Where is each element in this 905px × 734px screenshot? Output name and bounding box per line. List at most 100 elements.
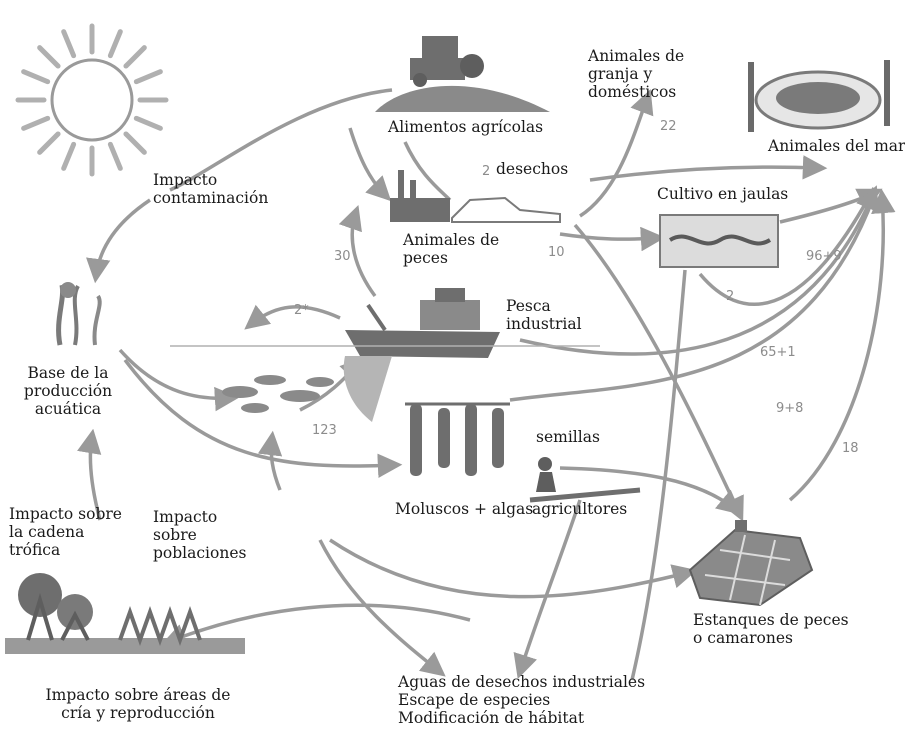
label-aguas-desechos: Aguas de desechos industriales Escape de… [398,673,645,727]
label-areas-line-1: Impacto sobre áreas de [45,686,231,704]
label-moluscos-algas: Moluscos + algas [395,500,534,518]
arrow-agri-to-factory [348,127,392,202]
arrow-impact-pop-down [318,539,446,677]
flow-number-10: 10 [548,245,565,260]
arrow-ponds-to-sea [788,188,896,502]
label-impacto-line-2: contaminación [153,189,269,207]
mangrove-icon [5,573,245,654]
label-pesca-industrial: Pesca industrial [506,297,582,333]
flow-number-18: 18 [842,441,859,456]
mollusc-rope-icon [405,402,510,476]
arrow-impact-to-fish [257,430,283,491]
arrow-mangrove-to-base [77,428,102,521]
sun-ray [107,29,123,59]
label-impacto-line-1: Impacto [153,171,218,189]
label-animales-de-peces: Animales de peces [403,231,499,267]
label-estanques-line-2: o camarones [693,629,793,647]
sun-ray [123,131,147,155]
flow-number-9-8: 9+8 [776,401,804,416]
seaweed-icon [56,282,102,346]
label-animales-peces-line-2: peces [403,249,448,267]
flow-number-2-desechos: 2 [482,164,491,179]
label-animales-del-mar: Animales del mar [768,137,905,155]
arrow-factory-to-farm [579,89,654,218]
fish-pond-icon [688,520,814,607]
sun-ray [133,69,163,85]
flow-number-65-1: 65+1 [760,345,796,360]
arrow-boat-to-base [244,304,341,330]
label-pesca-line-1: Pesca [506,297,551,315]
flow-number-2-star: 2* [294,303,309,318]
flow-number-96-9: 96+9 [806,249,842,264]
flow-arrows [77,88,896,681]
label-poblaciones-line-2: sobre [153,526,197,544]
arrow-pesca-to-sea [519,185,879,356]
arrow-agri-pollution-down [513,499,582,679]
label-poblaciones-line-1: Impacto [153,508,218,526]
label-pesca-line-2: industrial [506,315,582,333]
arrow-pollution-to-mangrove [161,603,471,648]
label-desechos: desechos [496,160,569,178]
label-granja-line-1: Animales de [588,47,685,65]
label-alimentos-agricolas: Alimentos agrícolas [388,118,544,136]
label-aguas-line-3: Modificación de hábitat [398,709,585,727]
sun-ray [133,115,163,131]
label-base-line-1: Base de la [27,364,109,382]
factory-icon [390,170,561,223]
arrow-fish-to-factory [338,205,377,298]
arrow-base-to-fish [118,348,240,412]
label-animales-peces-line-1: Animales de [403,231,500,249]
fishing-boat-icon [170,288,600,422]
sun-ray [61,29,77,59]
label-impacto-areas: Impacto sobre áreas de cría y reproducci… [38,686,238,722]
label-cadena-line-2: la cadena [9,523,85,541]
label-poblaciones-line-3: poblaciones [153,544,247,562]
arrow-factory-to-sea [589,155,828,182]
arrow-agri-to-waste [403,141,452,202]
tractor-icon [375,36,550,112]
label-granja-line-3: domésticos [588,83,677,101]
label-impacto-cadena-trofica: Impacto sobre la cadena trófica [9,505,122,559]
fish-school-icon [222,375,334,413]
label-estanques-line-1: Estanques de peces [693,611,849,629]
label-aguas-line-2: Escape de especies [398,691,551,709]
sun-ray [123,45,147,69]
sun-ray [21,69,51,85]
arrow-factory-to-ponds [573,223,744,522]
label-base-line-2: producción [23,382,113,400]
arrow-agri-to-pollution [169,88,393,192]
arrow-cage-down [630,269,687,681]
farmer-icon [529,457,641,503]
arrow-jaulas-return [698,187,876,306]
arrow-pollution-to-ponds [329,538,698,599]
label-cadena-line-3: trófica [9,541,61,559]
flow-number-22: 22 [660,119,677,134]
sun-ray [107,141,123,171]
label-animales-granja: Animales de granja y domésticos [588,47,684,101]
sun-ray [37,131,61,155]
label-impacto-contaminacion: Impacto contaminación [153,171,268,207]
flow-number-30: 30 [334,249,351,264]
seafood-plate-icon [748,60,890,132]
label-areas-line-2: cría y reproducción [61,704,215,722]
label-cadena-line-1: Impacto sobre [9,505,122,523]
cage-icon [659,214,779,268]
flow-number-2-jaulas: 2 [726,289,735,304]
label-cultivo-jaulas: Cultivo en jaulas [657,185,789,203]
label-base-line-3: acuática [34,400,102,418]
label-semillas: semillas [536,428,600,446]
sun-icon [15,23,169,177]
flow-number-123: 123 [312,423,337,438]
label-impacto-poblaciones: Impacto sobre poblaciones [153,508,246,562]
label-agricultores: agricultores [532,500,628,518]
sun-ray [37,45,61,69]
label-estanques: Estanques de peces o camarones [693,611,849,647]
arrow-pollution-to-base [86,198,151,284]
label-base-produccion: Base de la producción acuática [12,364,124,418]
arrow-factory-to-cage [559,226,666,252]
arrow-base-to-moluscos [123,358,403,478]
label-aguas-line-1: Aguas de desechos industriales [398,673,646,691]
label-granja-line-2: granja y [588,65,653,83]
arrow-moluscos-to-sea [509,195,876,402]
